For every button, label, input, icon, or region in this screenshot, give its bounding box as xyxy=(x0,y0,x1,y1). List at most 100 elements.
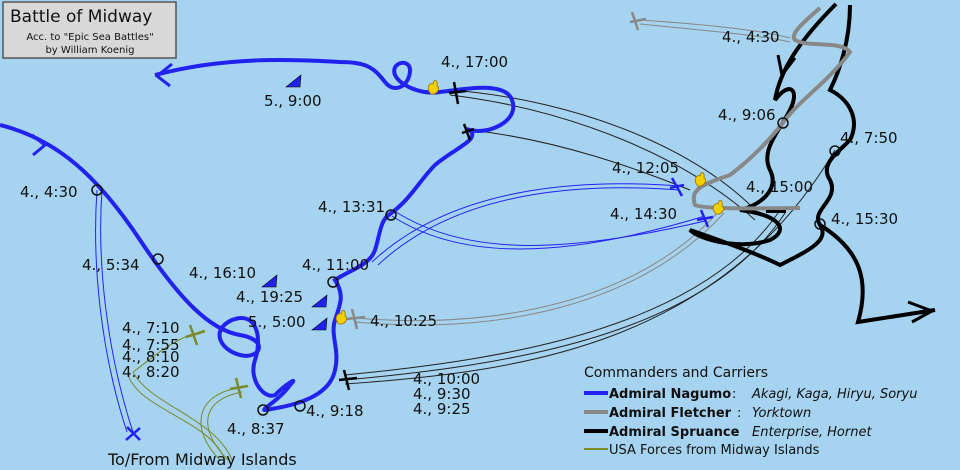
label-4-0918: 4., 9:18 xyxy=(306,402,364,420)
label-4-1430: 4., 14:30 xyxy=(610,205,677,223)
hiryu-strike-1331-b xyxy=(395,211,706,246)
aircraft-icon xyxy=(125,426,141,441)
spruance-track xyxy=(688,2,936,325)
label-4-1530: 4., 15:30 xyxy=(831,210,898,228)
nagumo-arrow-west xyxy=(154,62,173,88)
usa-strike-e xyxy=(207,391,243,461)
label-4-0750: 4., 7:50 xyxy=(840,129,898,147)
ship-icon xyxy=(311,317,328,331)
ship-icon xyxy=(311,294,328,308)
label-4-0837: 4., 8:37 xyxy=(227,420,285,438)
yorktown-scout-a xyxy=(639,19,791,39)
marker-0430 xyxy=(91,184,103,196)
nagumo-track xyxy=(0,57,516,413)
label-4-0534: 4., 5:34 xyxy=(82,256,140,274)
usa-strike-c xyxy=(132,334,191,373)
hiryu-strike-1205-b xyxy=(377,187,681,266)
marker-0918 xyxy=(294,400,306,412)
usa-strike-a xyxy=(127,374,226,461)
time-labels: 4., 17:00 5., 9:00 4., 4:30 4., 9:06 4.,… xyxy=(20,28,898,469)
label-4-0755: 4., 7:55 xyxy=(122,336,180,354)
label-4-0906: 4., 9:06 xyxy=(718,106,776,124)
spruance-strike-c xyxy=(344,149,836,385)
marker-0906 xyxy=(777,117,789,129)
title-box: Battle of Midway Acc. to "Epic Sea Battl… xyxy=(2,1,177,59)
fire-icon xyxy=(712,200,724,215)
label-4-1331: 4., 13:31 xyxy=(318,198,385,216)
legend-commander-nagumo: Admiral Nagumo xyxy=(609,387,731,402)
label-5-0900: 5., 9:00 xyxy=(264,92,322,110)
spruance-strike-b xyxy=(344,212,786,381)
label-4-0810: 4., 8:10 xyxy=(122,348,180,366)
marker-0534 xyxy=(152,253,164,265)
legend-sep: : xyxy=(737,406,741,421)
marker-0837 xyxy=(257,404,269,416)
hiryu-strike-1331-a xyxy=(391,215,706,250)
ship-symbols xyxy=(261,74,786,331)
aircraft-icon xyxy=(448,81,467,105)
label-4-0430-top: 4., 4:30 xyxy=(722,28,780,46)
fletcher-track xyxy=(691,6,853,211)
aircraft-symbols xyxy=(125,11,714,441)
label-4-1700: 4., 17:00 xyxy=(441,53,508,71)
nagumo-strike-line-b xyxy=(100,189,134,433)
legend-heading: Commanders and Carriers xyxy=(584,365,768,381)
legend-commander-fletcher: Admiral Fletcher xyxy=(609,406,732,421)
aircraft-icon xyxy=(338,369,358,391)
usa-strike-d xyxy=(200,387,239,461)
marker-1100 xyxy=(327,276,339,288)
aircraft-icon xyxy=(629,11,647,31)
evening-strike-b xyxy=(449,94,756,221)
nagumo-strike-line-a xyxy=(95,189,128,433)
legend-usa-forces: USA Forces from Midway Islands xyxy=(609,443,820,458)
label-4-0925: 4., 9:25 xyxy=(413,400,471,418)
label-4-1925: 4., 19:25 xyxy=(236,288,303,306)
label-4-0930: 4., 9:30 xyxy=(413,385,471,403)
legend-carriers-nagumo: Akagi, Kaga, Hiryu, Soryu xyxy=(751,387,917,402)
map-title: Battle of Midway xyxy=(10,7,152,27)
spruance-strike-a xyxy=(344,209,781,376)
label-4-1025: 4., 10:25 xyxy=(370,312,437,330)
legend-commander-spruance: Admiral Spruance xyxy=(609,425,740,440)
air-strike-lines xyxy=(95,19,836,461)
evening-strike-c xyxy=(469,129,691,191)
legend: Commanders and Carriers Admiral Nagumo :… xyxy=(584,365,917,458)
fire-icon xyxy=(427,80,439,95)
spruance-arrow xyxy=(907,300,936,324)
legend-sep: : xyxy=(732,387,736,402)
label-4-0820: 4., 8:20 xyxy=(122,363,180,381)
yorktown-scout-b xyxy=(639,23,791,43)
aircraft-icon xyxy=(696,209,714,228)
aircraft-icon xyxy=(229,377,249,399)
title-subline-1: Acc. to "Epic Sea Battles" xyxy=(26,32,153,43)
position-markers xyxy=(91,117,841,416)
ship-icon xyxy=(285,74,302,88)
label-4-1100: 4., 11:00 xyxy=(302,256,369,274)
label-4-0710: 4., 7:10 xyxy=(122,319,180,337)
aircraft-icon xyxy=(669,177,685,197)
marker-1331 xyxy=(385,209,397,221)
label-5-0500: 5., 5:00 xyxy=(248,313,306,331)
ship-icon xyxy=(261,274,278,288)
label-4-1205: 4., 12:05 xyxy=(612,159,679,177)
ship-icon xyxy=(766,210,786,213)
marker-1530 xyxy=(814,218,826,230)
legend-carriers-spruance: Enterprise, Hornet xyxy=(752,425,872,440)
usa-strike-b xyxy=(132,371,233,461)
yorktown-strike-a xyxy=(354,209,721,322)
spruance-arrow-top xyxy=(776,54,797,79)
evening-strike-a xyxy=(449,89,761,216)
aircraft-icon xyxy=(461,123,475,141)
title-subline-2: by William Koenig xyxy=(45,45,134,56)
aircraft-icon xyxy=(346,308,366,330)
carrier-hits xyxy=(335,80,724,325)
marker-0750 xyxy=(829,145,841,157)
aircraft-icon xyxy=(185,324,206,346)
label-4-1610: 4., 16:10 xyxy=(189,264,256,282)
fire-icon xyxy=(335,310,347,325)
yorktown-strike-b xyxy=(354,212,725,326)
legend-carriers-fletcher: Yorktown xyxy=(752,406,811,421)
nagumo-arrow-start xyxy=(31,133,48,157)
